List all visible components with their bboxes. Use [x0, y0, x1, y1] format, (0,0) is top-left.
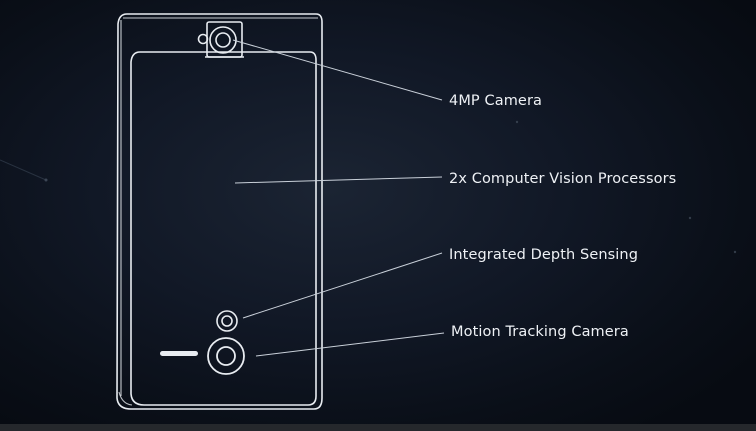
- tracking-camera: [207, 337, 245, 375]
- leader-line-depth: [242, 252, 443, 319]
- leader-line-camera: [232, 39, 443, 101]
- leader-line-tracking: [255, 332, 445, 357]
- background-decoration: [0, 120, 737, 254]
- leader-line-vision: [234, 176, 443, 184]
- callout-depth-sensing: Integrated Depth Sensing: [449, 247, 639, 263]
- callout-tracking-camera: Motion Tracking Camera: [451, 324, 629, 340]
- flash-bar: [160, 351, 198, 356]
- back-panel: [130, 51, 317, 406]
- callout-camera: 4MP Camera: [449, 93, 542, 109]
- callout-vision-processors: 2x Computer Vision Processors: [449, 171, 677, 187]
- bottom-bar: [0, 424, 756, 431]
- camera-module: [197, 21, 244, 58]
- leader-lines: [232, 39, 445, 357]
- depth-sensor: [216, 310, 238, 332]
- phone-body: [116, 13, 323, 410]
